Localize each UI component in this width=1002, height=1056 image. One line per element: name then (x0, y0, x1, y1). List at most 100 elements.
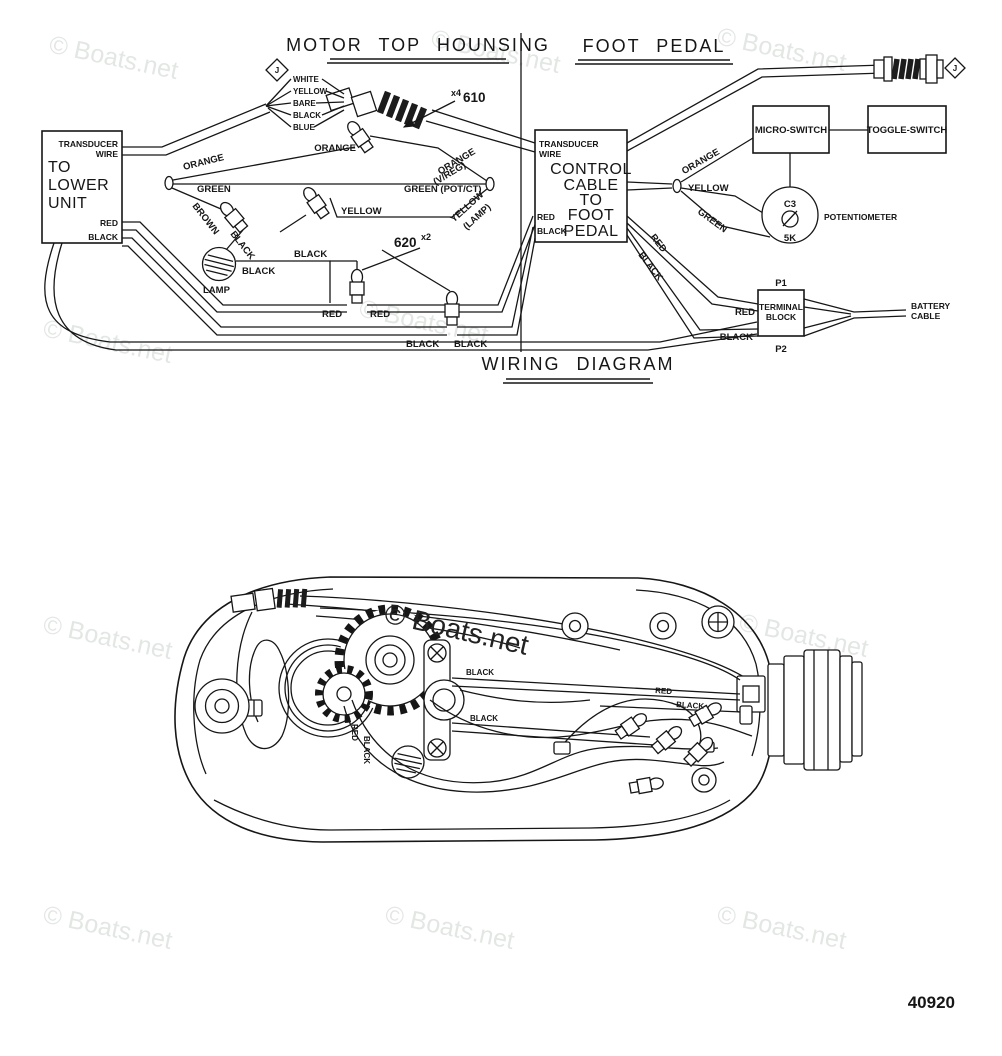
bullet-connector-yellow (299, 183, 332, 221)
pedal-cable-boot (891, 58, 921, 80)
battery-label-2: CABLE (911, 311, 941, 321)
housing-inner-left (193, 588, 334, 775)
wire-label-yellow-mid: YELLOW (341, 206, 382, 217)
screw-bottom-right (691, 767, 717, 793)
callout-620: 620 x2 (361, 232, 451, 292)
lamp-symbol (201, 246, 237, 282)
pot-5k-label: 5K (784, 233, 796, 244)
terminal-p1-label: P1 (775, 278, 787, 289)
wire-label-blue: BLUE (293, 123, 315, 132)
watermark: © Boats.net (41, 900, 175, 955)
bullet-connector-brown (216, 198, 250, 235)
control-box-red-label: RED (537, 212, 555, 222)
housing-bullet-2 (649, 722, 686, 756)
potentiometer-symbol: C3 5K POTENTIOMETER (761, 186, 897, 244)
lower-unit-transducer-label: TRANSDUCER (59, 139, 119, 149)
potentiometer-label: POTENTIOMETER (824, 212, 897, 222)
callout-610-number: 610 (463, 90, 486, 105)
housing-wires-horizontal (451, 677, 743, 746)
control-box-line3: TO (580, 192, 603, 209)
housing-inner-right (635, 589, 761, 757)
housing-bullet-5 (628, 774, 666, 796)
housing-ridge-1 (299, 595, 763, 691)
callout-620-mult: x2 (421, 232, 431, 242)
watermark: © Boats.net (383, 900, 517, 955)
cable-run-top-2 (315, 615, 521, 649)
motor-housing-illustration: BLACK BLACK RED BLACK RED BLACK © Boats.… (174, 576, 863, 843)
drive-gear-small (315, 665, 373, 723)
watermark: © Boats.net (41, 610, 175, 665)
toggle-switch-box: TOGGLE-SWITCH (867, 105, 948, 154)
terminal-black-label: BLACK (720, 332, 753, 343)
connector-j-label: J (275, 66, 279, 75)
control-box-black-label: BLACK (537, 226, 568, 236)
motor-end-cap (736, 649, 863, 771)
watermark: © Boats.net (715, 22, 849, 77)
housing-label-black-vertical: BLACK (362, 736, 371, 764)
terminal-block: P1 P2 TERMINAL BLOCK RED BLACK (720, 278, 805, 355)
wire-label-orange-left: ORANGE (182, 152, 225, 173)
lower-unit-box: TRANSDUCER WIRE TO LOWER UNIT RED BLACK (41, 130, 123, 244)
cable-boot-coil (376, 90, 428, 130)
screw-top-2 (649, 612, 677, 640)
wire-label-orange-mid: ORANGE (314, 143, 356, 154)
lower-unit-line3: UNIT (48, 195, 87, 212)
screw-top-3 (701, 605, 735, 639)
wire-label-black-1: BLACK (406, 339, 439, 350)
cable-loop (236, 611, 290, 750)
wire-label-black: BLACK (293, 111, 321, 120)
micro-switch-box: MICRO-SWITCH (752, 105, 830, 154)
motor-title-underline (327, 58, 509, 64)
battery-cable-wires: BATTERY CABLE (803, 298, 951, 337)
housing-label-red: RED (655, 686, 673, 696)
control-box-line2: CABLE (564, 177, 619, 194)
control-box-wire-label: WIRE (539, 149, 562, 159)
wire-label-black-wire: BLACK (294, 249, 327, 260)
wiring-caption-underline (503, 378, 653, 384)
motor-wire-fan: WHITE YELLOW BARE BLACK BLUE (122, 75, 345, 156)
housing-outline (174, 576, 775, 843)
control-box-line5: PEDAL (564, 223, 619, 240)
middle-wire-runs (164, 135, 495, 303)
lower-unit-black-label: BLACK (88, 232, 119, 242)
wire-label-green-left: GREEN (197, 184, 231, 195)
wire-label-black-2: BLACK (454, 339, 487, 350)
toggle-switch-label: TOGGLE-SWITCH (867, 125, 948, 136)
wire-junction-mid (485, 176, 495, 192)
terminal-feed-wires (626, 215, 759, 339)
terminal-block-label-2: BLOCK (766, 312, 797, 322)
pot-c3-label: C3 (784, 199, 796, 210)
housing-lamp (391, 745, 425, 779)
housing-inner-bottom (213, 799, 731, 831)
control-box-transducer-label: TRANSDUCER (539, 139, 599, 149)
red-black-wire-runs (44, 215, 758, 351)
micro-switch-label: MICRO-SWITCH (755, 125, 827, 136)
lower-unit-red-label: RED (100, 218, 118, 228)
foot-pedal-cable: J (626, 54, 966, 152)
battery-label-1: BATTERY (911, 301, 951, 311)
housing-cable-connector (230, 587, 308, 613)
bullet-connector-620-right (444, 290, 460, 326)
wire-label-bare: BARE (293, 99, 316, 108)
pedal-wire-fan (626, 137, 771, 238)
control-box-line1: CONTROL (550, 161, 632, 178)
foot-pedal-title: FOOT PEDAL (583, 36, 726, 56)
wire-label-red-2: RED (370, 309, 390, 320)
wire-label-white: WHITE (293, 75, 319, 84)
screw-top-1 (561, 612, 589, 640)
bullet-connector-620-left (349, 268, 365, 304)
control-box-line4: FOOT (568, 207, 614, 224)
terminal-red-label: RED (735, 307, 755, 318)
watermark: © Boats.net (47, 30, 181, 85)
housing-label-black-3: BLACK (676, 700, 705, 711)
wire-label-green-right: GREEN (695, 207, 729, 236)
wire-label-yellow-right: YELLOW (688, 183, 729, 194)
watermark: © Boats.net (715, 900, 849, 955)
housing-label-black-1: BLACK (466, 668, 494, 677)
housing-label-red-vertical: RED (350, 724, 359, 741)
lower-unit-line1: TO (48, 159, 71, 176)
wire-label-orange-right: ORANGE (680, 147, 722, 177)
lower-unit-wire-label: WIRE (96, 149, 119, 159)
wiring-diagram-caption: WIRING DIAGRAM (482, 354, 675, 374)
